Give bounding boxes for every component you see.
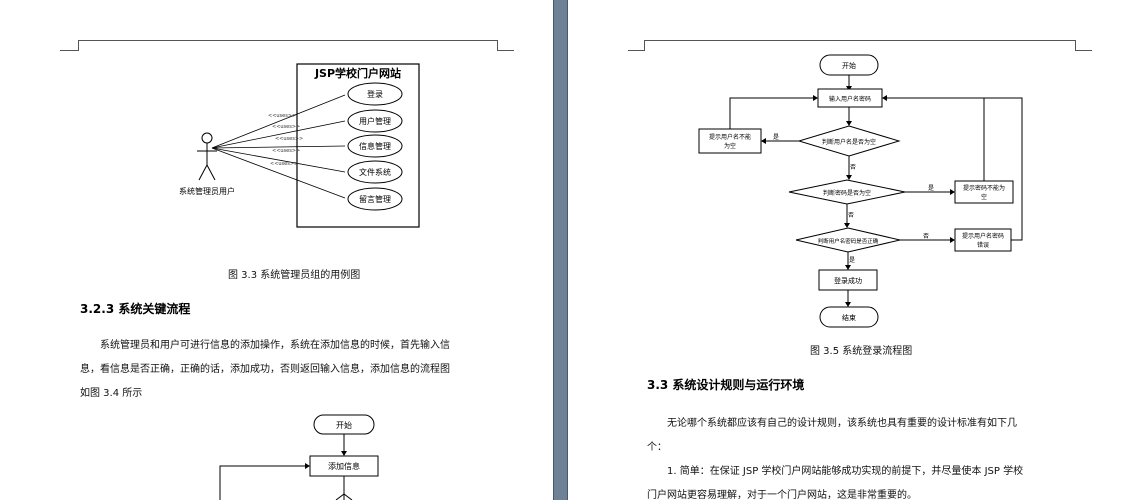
flow-success-label: 登录成功 (834, 276, 862, 285)
add-info-flowchart: 开始 添加信息 (219, 414, 379, 500)
svg-text:留言管理: 留言管理 (359, 194, 391, 204)
paragraph-line: 个： (647, 442, 667, 453)
use-case: 登录 (347, 82, 403, 106)
svg-text:信息管理: 信息管理 (359, 141, 391, 151)
header-rule-ext (628, 50, 644, 51)
document-page-right: 开始 输入用户名密码 判断用户名是否为空 是 提示用户名不能 为空 否 判断密码… (568, 0, 1121, 500)
paragraph-line: 如图 3.4 所示 (80, 388, 143, 399)
flow-prompt-label: 空 (981, 193, 987, 201)
use-case: 文件系统 (347, 160, 403, 184)
use-case: 用户管理 (347, 109, 403, 133)
header-rule-ext (60, 50, 78, 51)
flow-prompt-label: 提示用户名不能 (709, 133, 751, 141)
flow-prompt-label: 为空 (724, 142, 736, 150)
svg-text:文件系统: 文件系统 (359, 167, 391, 177)
uses-label: <<uses>> (272, 124, 300, 130)
login-flowchart: 开始 输入用户名密码 判断用户名是否为空 是 提示用户名不能 为空 否 判断密码… (698, 54, 1023, 328)
header-rule (78, 40, 498, 51)
uses-label: <<uses>> (268, 113, 296, 119)
paragraph-line: 系统管理员和用户可进行信息的添加操作，系统在添加信息的时候，首先输入信 (100, 340, 450, 351)
figure-caption: 图 3.3 系统管理员组的用例图 (228, 270, 361, 281)
flow-no-label: 否 (850, 164, 856, 171)
section-heading: 3.3 系统设计规则与运行环境 (647, 378, 805, 392)
system-title: JSP学校门户网站 (314, 66, 401, 80)
header-rule-ext (498, 50, 514, 51)
paragraph-line: 门户网站更容易理解，对于一个门户网站，这是非常重要的。 (647, 490, 917, 500)
body-paragraph: 系统管理员和用户可进行信息的添加操作，系统在添加信息的时候，首先输入信 息，看信… (80, 334, 500, 406)
uses-label: <<uses>> (275, 136, 303, 142)
flow-yes-label: 是 (849, 257, 855, 264)
flow-end-label: 结束 (842, 313, 856, 322)
actor-label: 系统管理员用户 (179, 186, 235, 196)
flow-start-label: 开始 (336, 420, 352, 430)
uses-label: <<uses>> (270, 161, 298, 167)
document-page-left: JSP学校门户网站 系统管理员用户 <<uses>> <<uses>> <<us… (0, 0, 553, 500)
header-rule (644, 40, 1076, 51)
uses-label: <<uses>> (272, 148, 300, 154)
flow-decision-label: 判断用户名密码是否正确 (818, 237, 879, 245)
flow-no-label: 否 (848, 212, 854, 219)
flow-start-label: 开始 (842, 61, 856, 70)
flow-add-label: 添加信息 (328, 461, 360, 471)
svg-text:用户管理: 用户管理 (359, 116, 391, 126)
flow-decision-label: 判断密码是否为空 (823, 189, 871, 197)
paragraph-line: 息，看信息是否正确，正确的话，添加成功，否则返回输入信息，添加信息的流程图 (80, 364, 450, 375)
actor (197, 132, 217, 181)
flow-decision-label: 判断用户名是否为空 (822, 138, 876, 146)
flow-input-label: 输入用户名密码 (829, 95, 871, 103)
flow-no-label: 否 (923, 233, 929, 240)
flow-yes-label: 是 (928, 185, 934, 192)
section-heading: 3.2.3 系统关键流程 (80, 302, 191, 316)
flow-prompt-user-empty (698, 128, 762, 154)
page-gutter (553, 0, 568, 500)
use-case: 信息管理 (347, 134, 403, 158)
flow-yes-label: 是 (773, 134, 779, 141)
paragraph-line: 无论哪个系统都应该有自己的设计规则，该系统也具有重要的设计标准有如下几 (667, 418, 1017, 429)
flow-prompt-label: 提示密码不能为 (963, 184, 1005, 192)
flow-prompt-label: 提示用户名密码 (962, 232, 1004, 240)
svg-text:登录: 登录 (367, 89, 383, 99)
figure-caption: 图 3.5 系统登录流程图 (810, 346, 913, 357)
use-case: 留言管理 (347, 187, 403, 211)
paragraph-line: 1. 简单：在保证 JSP 学校门户网站能够成功实现的前提下，并尽量使本 JSP… (667, 466, 1024, 477)
use-case-diagram: JSP学校门户网站 系统管理员用户 <<uses>> <<uses>> <<us… (179, 63, 420, 228)
body-paragraph: 无论哪个系统都应该有自己的设计规则，该系统也具有重要的设计标准有如下几 个： 1… (647, 412, 1067, 500)
flow-end (819, 306, 879, 328)
flow-prompt-label: 错误 (977, 241, 989, 249)
header-rule-ext (1076, 50, 1092, 51)
